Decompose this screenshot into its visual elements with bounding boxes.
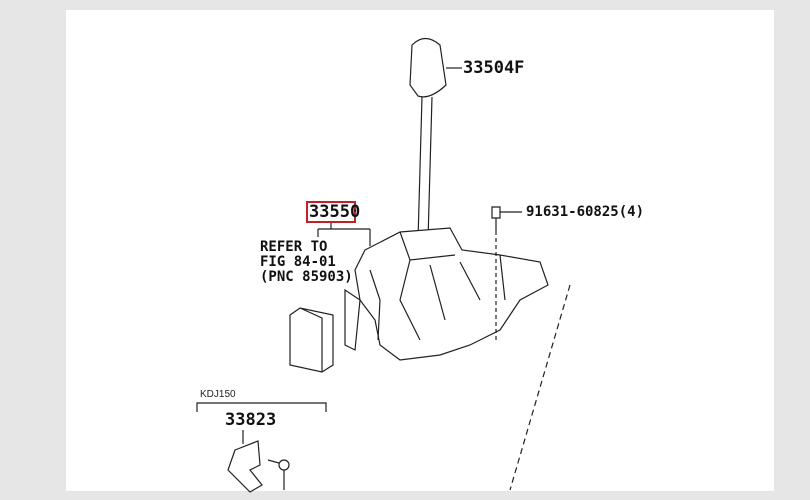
variant-label: KDJ150 xyxy=(200,389,236,400)
refer-line-3: (PNC 85903) xyxy=(260,269,353,285)
bracket-33823 xyxy=(227,440,263,493)
highlight-box xyxy=(306,201,356,223)
refer-line-2: FIG 84-01 xyxy=(260,254,336,270)
part-number-shift-lever[interactable]: 33550 xyxy=(309,202,361,222)
refer-line-1: REFER TO xyxy=(260,239,328,255)
part-number-bolt[interactable]: 91631-60825(4) xyxy=(526,204,645,220)
control-module xyxy=(289,307,334,373)
part-number-bracket[interactable]: 33823 xyxy=(225,410,277,430)
part-number-knob[interactable]: 33504F xyxy=(463,58,525,78)
shifter-housing xyxy=(354,227,549,361)
shift-rod xyxy=(417,96,433,241)
bolt xyxy=(491,206,522,235)
shift-knob xyxy=(409,37,447,98)
